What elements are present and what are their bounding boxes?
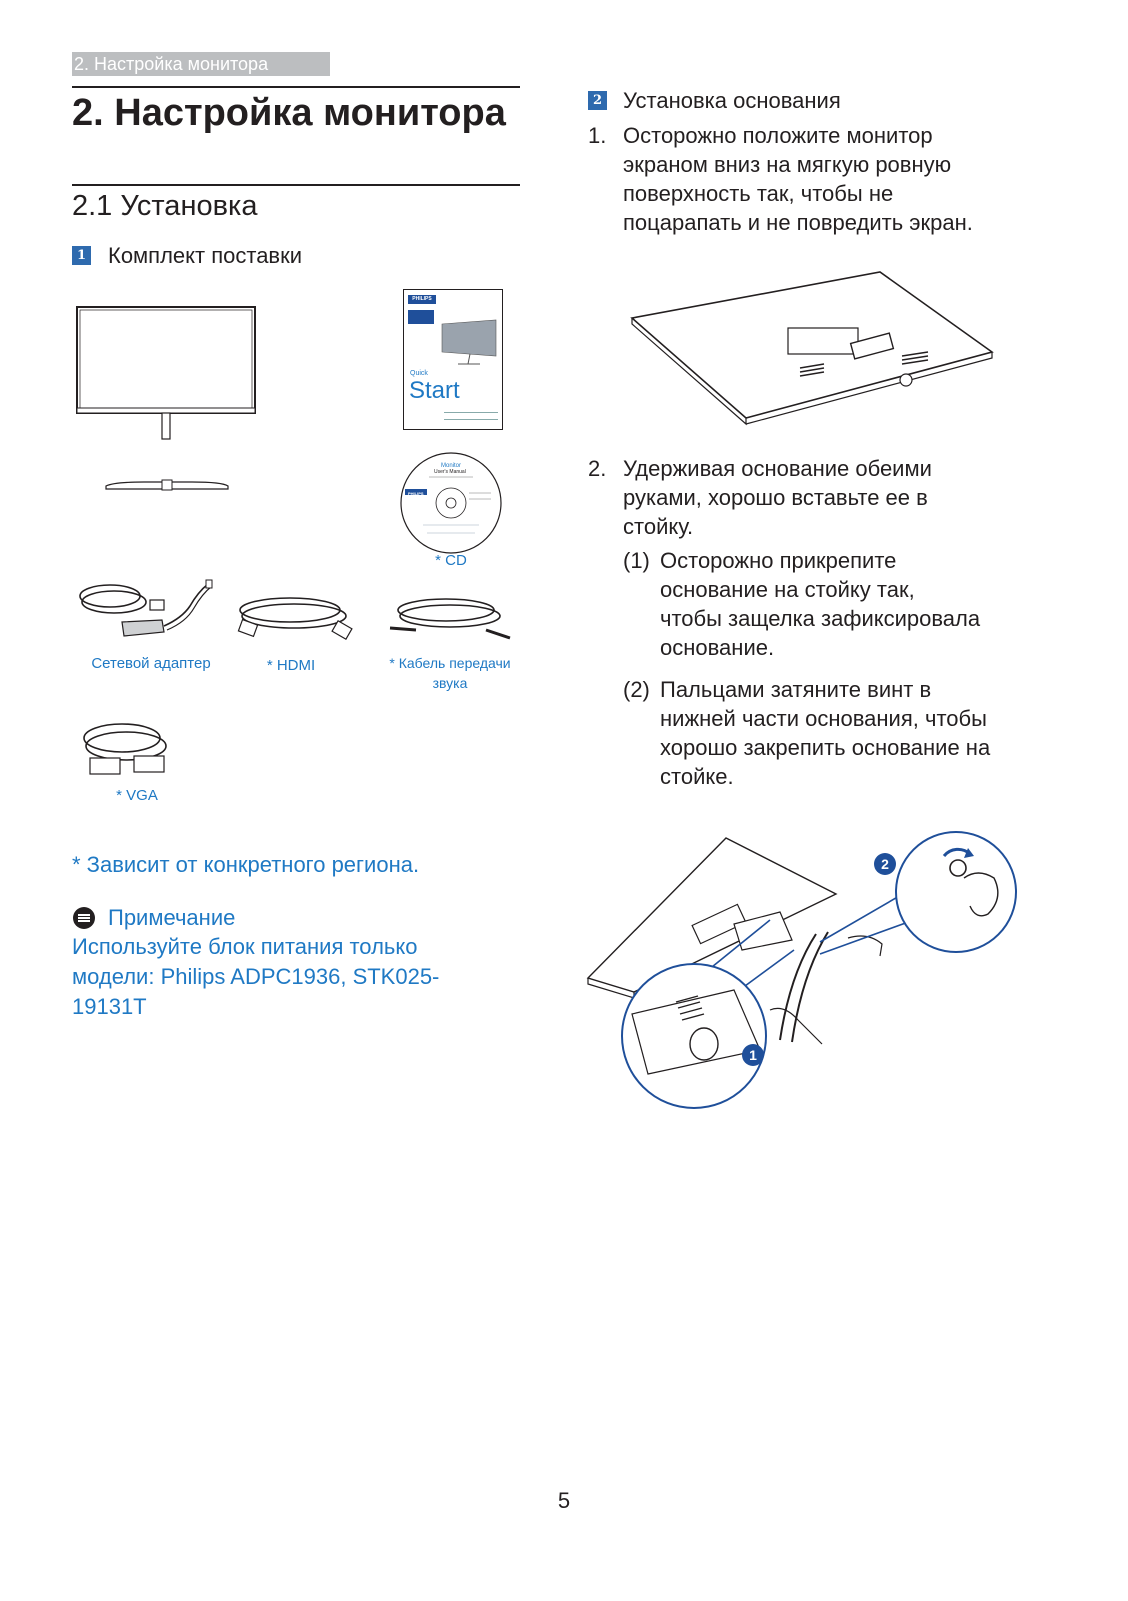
booklet-footer-lines xyxy=(444,412,498,420)
audio-caption-line2: звука xyxy=(432,675,468,691)
hdmi-cable-illustration xyxy=(237,597,353,641)
cd-label-line2: User's Manual xyxy=(434,469,466,475)
substep-1-line: основание. xyxy=(660,635,775,660)
cd-brand: PHILIPS xyxy=(408,491,424,496)
substep-1-line: Осторожно прикрепите xyxy=(660,548,897,573)
audio-caption-line1: * Кабель передачи xyxy=(389,655,511,671)
step-1-line: поцарапать и не повредить экран. xyxy=(623,210,973,235)
section-title: 2.1 Установка xyxy=(72,190,258,222)
region-note: * Зависит от конкретного региона. xyxy=(72,852,420,877)
page-title: 2. Настройка монитора xyxy=(72,92,506,134)
booklet-brand: PHILIPS xyxy=(408,295,436,304)
audio-cable-illustration xyxy=(389,598,511,640)
vga-cable-illustration xyxy=(83,723,167,775)
booklet-quick: Quick xyxy=(410,370,428,377)
substep-2-line: стойке. xyxy=(660,764,734,789)
adapter-caption: Сетевой адаптер xyxy=(91,655,211,672)
note-text: Используйте блок питания только модели: … xyxy=(72,934,440,1019)
step-1-line: экраном вниз на мягкую ровную xyxy=(623,152,952,177)
vga-caption: * VGA xyxy=(116,787,158,804)
booklet-monitor-image xyxy=(441,319,497,365)
package-badge: 1 xyxy=(72,246,91,265)
step-1-line: Осторожно положите монитор xyxy=(623,123,933,148)
base-install-title: Установка основания xyxy=(623,88,841,113)
note-icon xyxy=(73,907,95,929)
substep-2-line: нижней части основания, чтобы xyxy=(660,706,987,731)
step-2-line: стойку. xyxy=(623,514,694,539)
substep-2-line: хорошо закрепить основание на xyxy=(660,735,991,760)
step-2-number: 2. xyxy=(588,456,607,481)
page-number: 5 xyxy=(557,1488,571,1513)
step-1-line: поверхность так, чтобы не xyxy=(623,181,894,206)
substep-2-line: Пальцами затяните винт в xyxy=(660,677,932,702)
base-assembly-illustration xyxy=(586,831,1017,1109)
monitor-facedown-illustration xyxy=(630,271,994,426)
substep-1-line: чтобы защелка зафиксировала xyxy=(660,606,981,631)
substep-2-text: Пальцами затяните винт в нижней части ос… xyxy=(660,675,1040,791)
substep-1-number: (1) xyxy=(623,548,650,573)
step-2-line: руками, хорошо вставьте ее в xyxy=(623,485,928,510)
cd-disc-illustration xyxy=(400,452,502,554)
title-rule-top xyxy=(72,86,520,88)
quick-start-booklet: PHILIPS Quick Start xyxy=(403,289,503,430)
step-1-text: Осторожно положите монитор экраном вниз … xyxy=(623,121,1043,237)
section-rule xyxy=(72,184,520,186)
callout-badge-2: 2 xyxy=(874,853,896,875)
step-2-line: Удерживая основание обеими xyxy=(623,456,932,481)
step-2-text: Удерживая основание обеими руками, хорош… xyxy=(623,454,1043,541)
base-install-badge: 2 xyxy=(588,91,607,110)
power-adapter-illustration xyxy=(79,579,213,637)
hdmi-caption: * HDMI xyxy=(266,657,316,674)
substep-1-line: основание на стойку так, xyxy=(660,577,915,602)
callout-badge-1: 1 xyxy=(742,1044,764,1066)
base-illustration xyxy=(105,479,229,491)
substep-2-number: (2) xyxy=(623,677,650,702)
booklet-start: Start xyxy=(409,377,460,404)
cd-caption: * CD xyxy=(435,552,467,569)
step-1-number: 1. xyxy=(588,123,607,148)
note-title: Примечание xyxy=(108,905,236,930)
substep-1-text: Осторожно прикрепите основание на стойку… xyxy=(660,546,1040,662)
header-tab: 2. Настройка монитора xyxy=(72,52,330,76)
package-title: Комплект поставки xyxy=(108,243,303,268)
booklet-band xyxy=(408,310,434,324)
monitor-illustration xyxy=(76,306,256,440)
cd-label-line1: Monitor xyxy=(441,463,462,469)
